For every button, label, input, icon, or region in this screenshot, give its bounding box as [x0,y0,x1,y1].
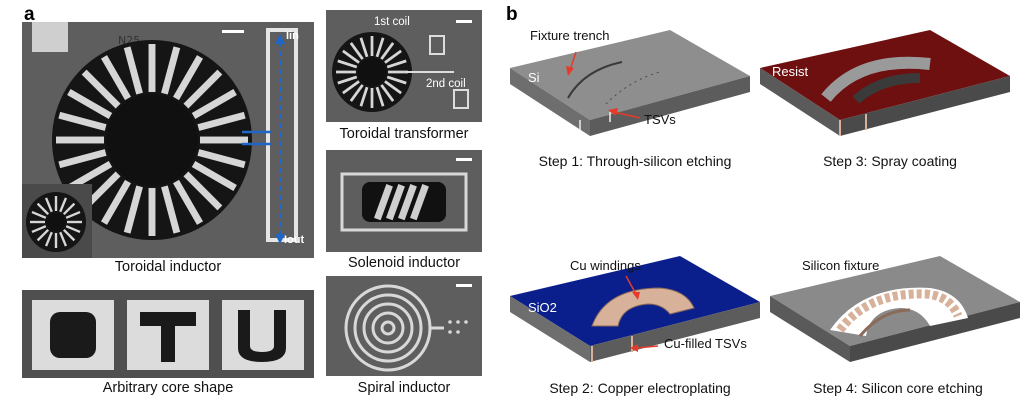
si-label: Si [528,70,540,85]
caption-arbitrary-core: Arbitrary core shape [102,380,234,396]
winding-segment [370,36,374,56]
winding-segment [30,220,45,224]
winding-segment [56,136,104,144]
winding-segment [386,59,407,69]
winding-segment [191,89,237,119]
winding-segment [384,80,402,95]
winding-segment [101,179,131,225]
winding-segment [54,233,58,248]
winding-segment [337,59,358,69]
winding-segment [384,49,402,64]
winding-segment [67,220,82,224]
caption-toroidal-transformer: Toroidal transformer [339,126,469,142]
step4-caption: Step 4: Silicon core etching [813,380,983,396]
arbitrary-core-graphic [32,300,304,370]
winding-segment [342,49,360,64]
toroidal-inductor-graphic: N25 [22,22,298,258]
current-in-label: Iin [286,30,299,42]
winding-segment [183,69,223,109]
winding-segment [31,210,47,219]
cu-windings-label: Cu windings [570,258,641,273]
winding-segment [62,228,76,242]
spiral-inductor-image [326,276,482,376]
winding-segment [380,42,395,60]
winding-segment [36,228,50,242]
spiral-inductor-graphic [344,284,472,372]
winding-segment [370,88,374,108]
caption-toroidal-inductor: Toroidal inductor [114,259,222,275]
sio2-label: SiO2 [528,300,557,315]
cu-filled-tsvs-label: Cu-filled TSVs [664,336,747,351]
winding-segment [359,86,369,107]
winding-segment [342,80,360,95]
step3-graphic [760,30,1010,136]
current-out-label: Iout [284,234,305,246]
toroidal-inductor-image: N25 Iin Iout [22,22,314,258]
winding-segment [161,185,181,234]
winding-segment [58,149,107,169]
winding-segment [197,111,246,131]
step2-graphic [510,256,760,362]
winding-segment [123,185,143,234]
winding-segment [386,75,407,85]
arbitrary-core-image [22,290,314,378]
step4-graphic [770,256,1020,362]
solenoid-inductor-graphic [340,158,472,232]
winding-segment [59,197,68,213]
winding-segment [375,86,385,107]
second-coil-label: 2nd coil [426,78,466,90]
step1-caption: Step 1: Through-silicon etching [538,153,732,169]
panel-a-letter: a [24,4,35,25]
caption-spiral-inductor: Spiral inductor [357,380,451,396]
winding-segment [380,84,395,102]
silicon-fixture-label: Silicon fixture [802,258,880,273]
winding-segment [81,69,121,109]
step2-caption: Step 2: Copper electroplating [549,380,731,396]
winding-segment [336,70,356,74]
winding-segment [191,161,237,191]
winding-segment [349,42,364,60]
winding-segment [36,202,50,216]
winding-segment [197,149,246,169]
resist-label: Resist [772,64,809,79]
panel-b-letter: b [506,4,518,25]
winding-segment [359,37,369,58]
winding-segment [173,55,203,101]
winding-segment [44,197,53,213]
toroidal-transformer-graphic [332,20,472,112]
fixture-trench-label: Fixture trench [530,28,610,43]
winding-segment [388,70,408,74]
winding-segment [200,136,248,144]
toroidal-transformer-image: 1st coil 2nd coil [326,10,482,122]
winding-segment [173,179,203,225]
winding-segment [65,210,81,219]
winding-segment [148,44,156,92]
winding-segment [62,202,76,216]
step1-graphic [510,30,750,136]
winding-segment [67,161,113,191]
winding-segment [65,225,81,234]
winding-segment [375,37,385,58]
winding-segment [67,89,113,119]
winding-segment [183,171,223,211]
winding-segment [349,84,364,102]
winding-segment [161,46,181,95]
solenoid-inductor-image [326,150,482,252]
step3-caption: Step 3: Spray coating [823,153,957,169]
tsvs-label: TSVs [644,112,676,127]
winding-segment [31,225,47,234]
winding-segment [101,55,131,101]
winding-segment [44,231,53,247]
winding-segment [58,111,107,131]
winding-segment [148,188,156,236]
winding-segment [123,46,143,95]
caption-solenoid-inductor: Solenoid inductor [347,255,461,271]
winding-segment [59,231,68,247]
winding-segment [54,196,58,211]
first-coil-label: 1st coil [374,16,410,28]
winding-segment [337,75,358,85]
